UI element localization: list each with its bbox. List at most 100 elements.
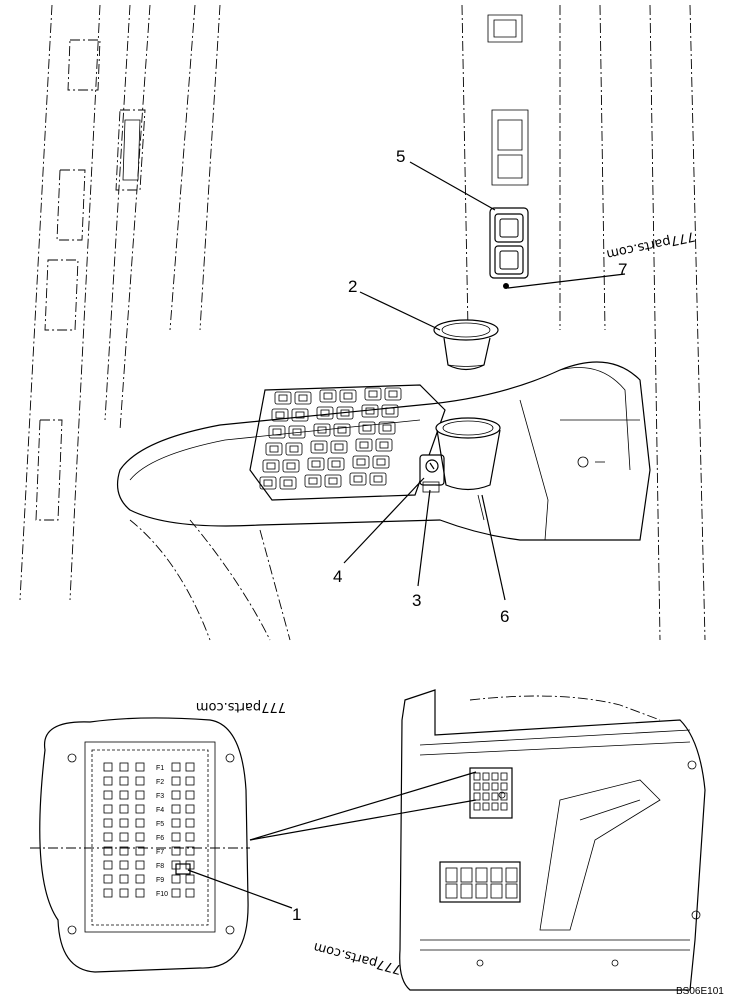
keypad-button-inset	[272, 428, 282, 436]
right-cab-pillar	[461, 4, 706, 641]
relay	[505, 883, 518, 899]
keypad-button	[355, 438, 373, 452]
keypad-button-inset	[275, 411, 285, 419]
relay	[490, 867, 503, 883]
fuse-slot	[119, 790, 129, 800]
keypad-button	[271, 408, 289, 422]
callout-1: 1	[292, 905, 301, 924]
fuse-label: F5	[156, 821, 164, 828]
fuse-slot	[171, 832, 181, 842]
fuse-label: F2	[156, 779, 164, 786]
keypad-button	[333, 423, 351, 437]
relay-slot	[482, 792, 490, 801]
keypad-button-inset	[328, 477, 338, 485]
keypad-button-inset	[356, 458, 366, 466]
relay	[445, 883, 458, 899]
fuse-slot	[171, 846, 181, 856]
drawing-code: BS06E101	[676, 986, 724, 997]
keypad-button-inset	[340, 409, 350, 417]
keypad-button	[279, 476, 297, 490]
keypad-button-inset	[379, 441, 389, 449]
keypad-button-inset	[308, 477, 318, 485]
callout-5: 5	[396, 147, 405, 166]
keypad-button	[319, 389, 337, 403]
relay-slot	[473, 772, 481, 781]
relay	[460, 883, 473, 899]
keypad-button-inset	[320, 409, 330, 417]
keypad-button	[288, 425, 306, 439]
keypad-button	[327, 457, 345, 471]
fuse-slot	[119, 818, 129, 828]
relay-slot	[482, 772, 490, 781]
fuse-slot	[119, 860, 129, 870]
keypad-button-inset	[292, 428, 302, 436]
fuse-slot	[171, 874, 181, 884]
fuse-slot	[135, 832, 145, 842]
fuse-slot	[171, 790, 181, 800]
fuse-label: F7	[156, 849, 164, 856]
callout-4: 4	[333, 567, 342, 586]
keypad-button-inset	[314, 443, 324, 451]
keypad-button	[384, 387, 402, 401]
ignition-switch	[419, 454, 445, 493]
keypad-button-inset	[286, 462, 296, 470]
keypad-button-inset	[359, 441, 369, 449]
keypad-button	[285, 442, 303, 456]
fuse-slot	[103, 888, 113, 898]
cab-fuse-location	[399, 689, 706, 991]
fuse-slot	[185, 804, 195, 814]
fuse-slot	[185, 818, 195, 828]
rocker-switch-panel	[489, 207, 529, 289]
keypad-button-inset	[385, 407, 395, 415]
keypad-button	[274, 391, 292, 405]
relay-slot	[473, 802, 481, 811]
fuse-slot	[119, 874, 129, 884]
relay	[445, 867, 458, 883]
relay	[490, 883, 503, 899]
fuse-slot	[103, 832, 113, 842]
keypad-button-inset	[337, 426, 347, 434]
keypad-buttons	[259, 387, 402, 490]
fuse-label: F3	[156, 793, 164, 800]
fuse-slot	[171, 888, 181, 898]
keypad-button-inset	[343, 392, 353, 400]
keypad-button	[364, 387, 382, 401]
fuse-slot	[103, 804, 113, 814]
keypad-button	[330, 440, 348, 454]
fuse-slot	[135, 762, 145, 772]
keypad-button-inset	[311, 460, 321, 468]
callout-7: 7	[618, 260, 627, 279]
keypad-button	[358, 421, 376, 435]
keypad-button-inset	[295, 411, 305, 419]
relay-slot	[491, 772, 499, 781]
relay-slot	[482, 802, 490, 811]
fuse-label: F6	[156, 835, 164, 842]
fuse-slot	[185, 888, 195, 898]
fuse-slot	[135, 790, 145, 800]
watermark-1: 777parts.com	[605, 228, 696, 261]
keypad-button-inset	[298, 394, 308, 402]
fuse-slot	[103, 818, 113, 828]
keypad-button	[372, 455, 390, 469]
keypad-button	[378, 421, 396, 435]
watermarks: 777parts.com 777parts.com 777parts.com	[196, 228, 696, 977]
fuse-slot	[171, 804, 181, 814]
keypad-button	[324, 474, 342, 488]
keypad-button	[291, 408, 309, 422]
fuse-slot	[103, 860, 113, 870]
fuse-slot	[135, 818, 145, 828]
keypad-button	[375, 438, 393, 452]
fuse-slot	[185, 762, 195, 772]
keypad-button-inset	[334, 443, 344, 451]
fuse-slot	[103, 874, 113, 884]
fuse-slot	[135, 860, 145, 870]
callout-labels: 5 2 7 4 3 6 1	[292, 147, 627, 924]
relay-slot	[500, 782, 508, 791]
keypad-button-inset	[388, 390, 398, 398]
callout-6: 6	[500, 607, 509, 626]
armrest-console	[117, 361, 651, 641]
keypad-button	[310, 440, 328, 454]
fuse-slot	[135, 776, 145, 786]
